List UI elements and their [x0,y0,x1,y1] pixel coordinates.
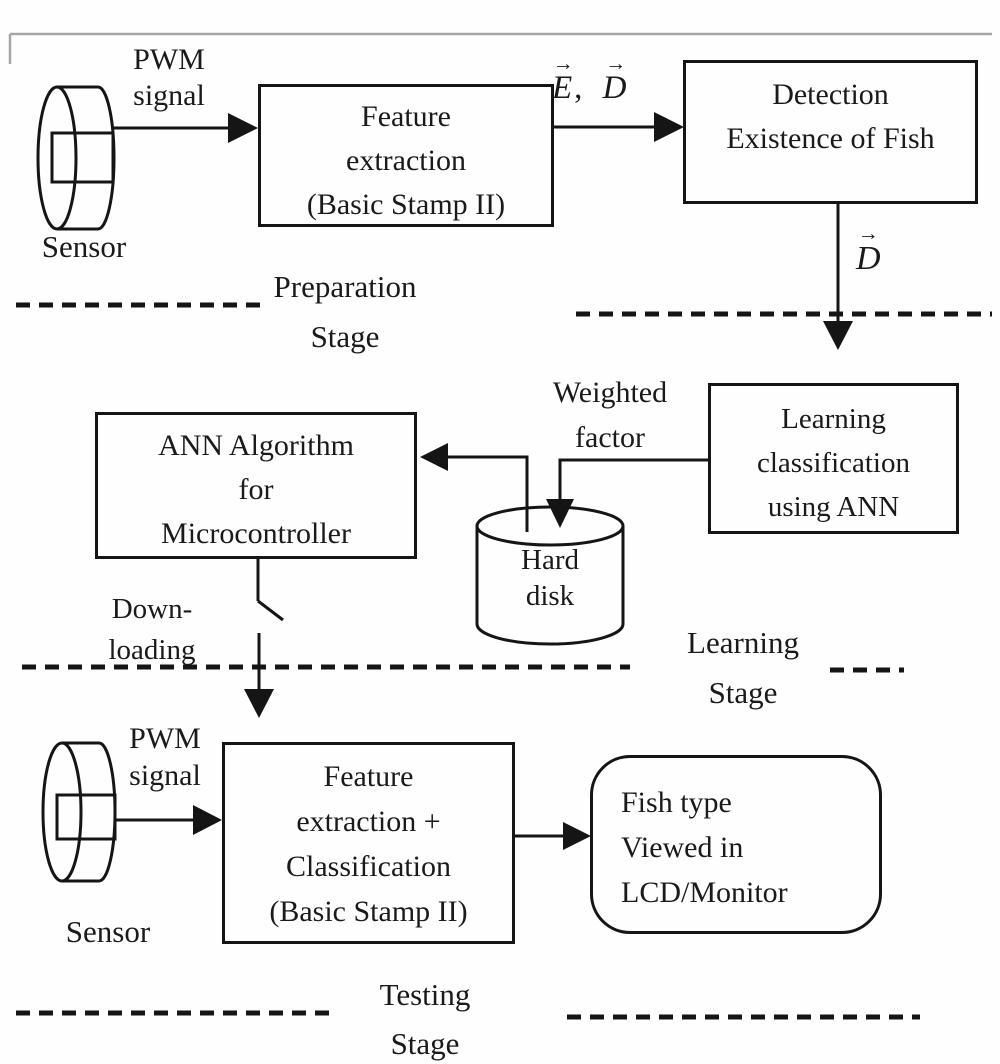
sensor-icon [36,85,116,231]
arrow-learning-to-harddisk [546,458,708,528]
node-text-line: extraction + [296,805,441,838]
vector-d: →D [602,53,629,107]
arrow-harddisk-to-ann [420,443,529,532]
node-text-line: Feature [323,760,414,793]
node-detection-existence-of-fish: Detection Existence of Fish [683,60,978,204]
node-text-line: LCD/Monitor [621,876,788,909]
arrow-to-fish-type [513,822,591,850]
label-line: PWM [133,43,205,76]
label-preparation-stage: Preparation Stage [245,262,445,362]
label-line: loading [108,634,196,666]
label-line: D [602,70,629,106]
node-learning-classification: Learning classification using ANN [708,383,959,534]
label-line: factor [575,421,645,454]
node-feature-extraction: Feature extraction (Basic Stamp II) [258,84,554,227]
arrow-pwm-signal-1 [113,113,258,143]
node-text-line: Viewed in [621,831,744,864]
label-ed-vectors: →E, →D [552,53,629,107]
node-text-line: (Basic Stamp II) [306,188,506,221]
arrow-downloading [244,633,274,718]
label-learning-stage: Learning Stage [643,618,843,718]
label-line: PWM [129,722,201,755]
label-line: Testing [379,977,471,1012]
node-feature-extraction-classification: Feature extraction + Classification (Bas… [222,742,515,944]
arrow-d-vector-down [823,203,853,350]
label-line: Stage [310,319,380,354]
vector-arrow-icon: → [552,51,574,75]
node-ann-algorithm: ANN Algorithm for Microcontroller [95,412,417,559]
node-text-line: using ANN [767,491,900,523]
node-fish-type-display: Fish type Viewed in LCD/Monitor [590,755,882,934]
label-line: E [552,70,575,106]
label-line: signal [129,759,201,792]
node-text-line: ANN Algorithm [158,429,354,462]
label-line: disk [525,580,575,612]
label-line: Stage [390,1026,460,1061]
label-line: signal [133,79,205,112]
label-line: Weighted [552,376,668,409]
node-text-line: Existence of Fish [726,122,935,155]
vector-arrow-icon: → [857,221,879,245]
label-line: D [856,240,881,277]
node-text-line: for [238,473,274,506]
node-text-line: classification [756,447,910,479]
label-line: Stage [708,675,778,710]
label-weighted-factor: Weighted factor [528,370,692,460]
label-line: Hard [521,544,579,576]
label-line: , [574,70,585,106]
label-sensor-2: Sensor [65,914,151,949]
node-text-line: Microcontroller [161,517,351,550]
vector-e: →E [552,53,575,107]
arrow-pwm-signal-2 [115,805,222,835]
label-downloading: Down- loading [90,589,214,671]
node-text-line: Learning [781,403,886,435]
sensor-icon [41,741,117,883]
hard-disk-icon [475,505,625,646]
vector-d: →D [856,223,881,278]
label-line: Down- [111,593,193,625]
label-testing-stage: Testing Stage [325,970,525,1064]
label-line: Learning [687,625,799,660]
node-text-line: Feature [361,100,451,133]
downloading-switch-icon [256,558,284,622]
node-text-line: extraction [346,144,466,177]
arrow-ed-vector [552,112,684,142]
label-line: Preparation [273,269,417,304]
label-hard-disk: Hard disk [485,542,615,614]
label-d-vector: →D [856,223,881,278]
scan-border-artifact [8,32,992,64]
node-text-line: Classification [286,850,451,883]
label-pwm-signal-1: PWM signal [116,42,222,114]
vector-arrow-icon: → [605,51,627,75]
label-pwm-signal-2: PWM signal [112,720,218,794]
node-text-line: Detection [772,78,889,111]
node-text-line: Fish type [621,786,732,819]
label-sensor-1: Sensor [41,229,127,264]
node-text-line: (Basic Stamp II) [269,895,468,928]
